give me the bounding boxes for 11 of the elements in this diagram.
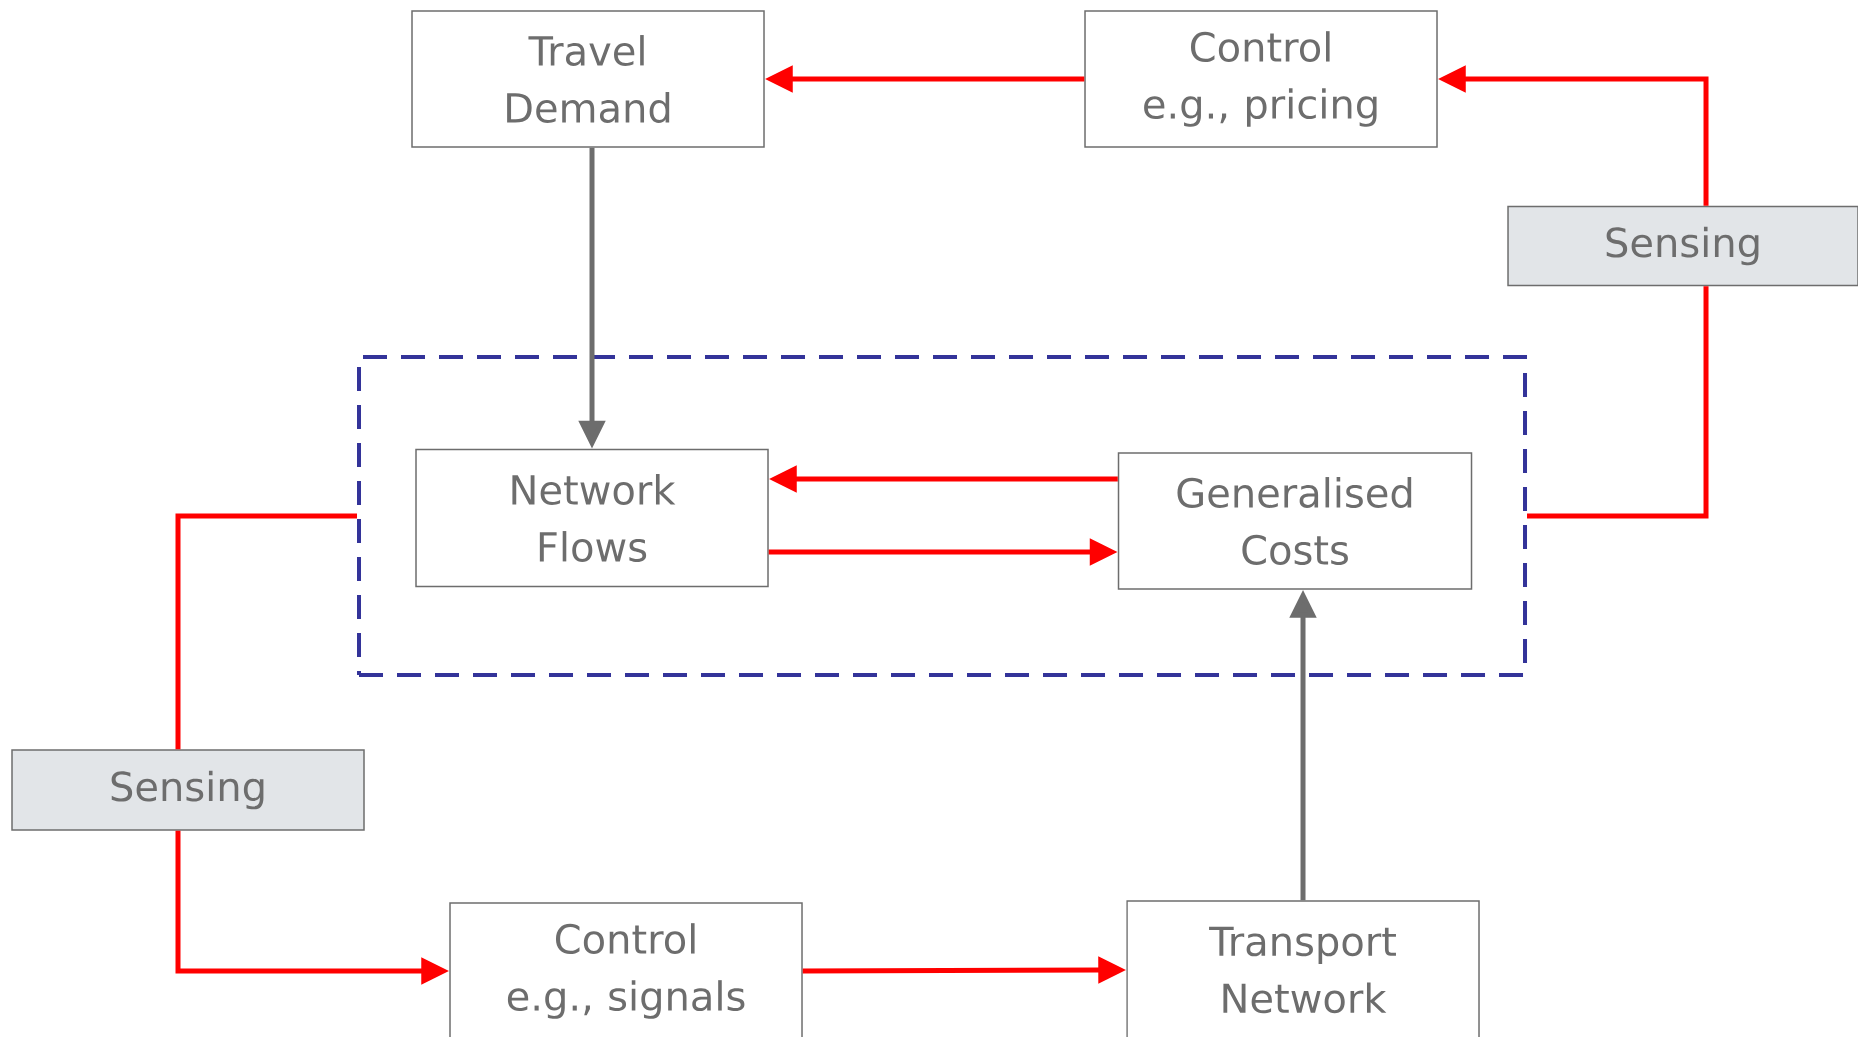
process-box: Control e.g., signals [449, 902, 803, 1037]
process-box: Network Flows [415, 448, 769, 588]
sensing-box: Sensing [1507, 205, 1858, 287]
process-box: Control e.g., pricing [1084, 10, 1438, 148]
process-box: Transport Network [1126, 900, 1480, 1037]
sensing-box: Sensing [11, 749, 365, 831]
process-box: Travel Demand [411, 10, 765, 148]
dashed-group-box [357, 355, 1527, 677]
process-box: Generalised Costs [1117, 452, 1473, 590]
connector-line [1527, 286, 1709, 519]
connector-line [175, 513, 357, 750]
